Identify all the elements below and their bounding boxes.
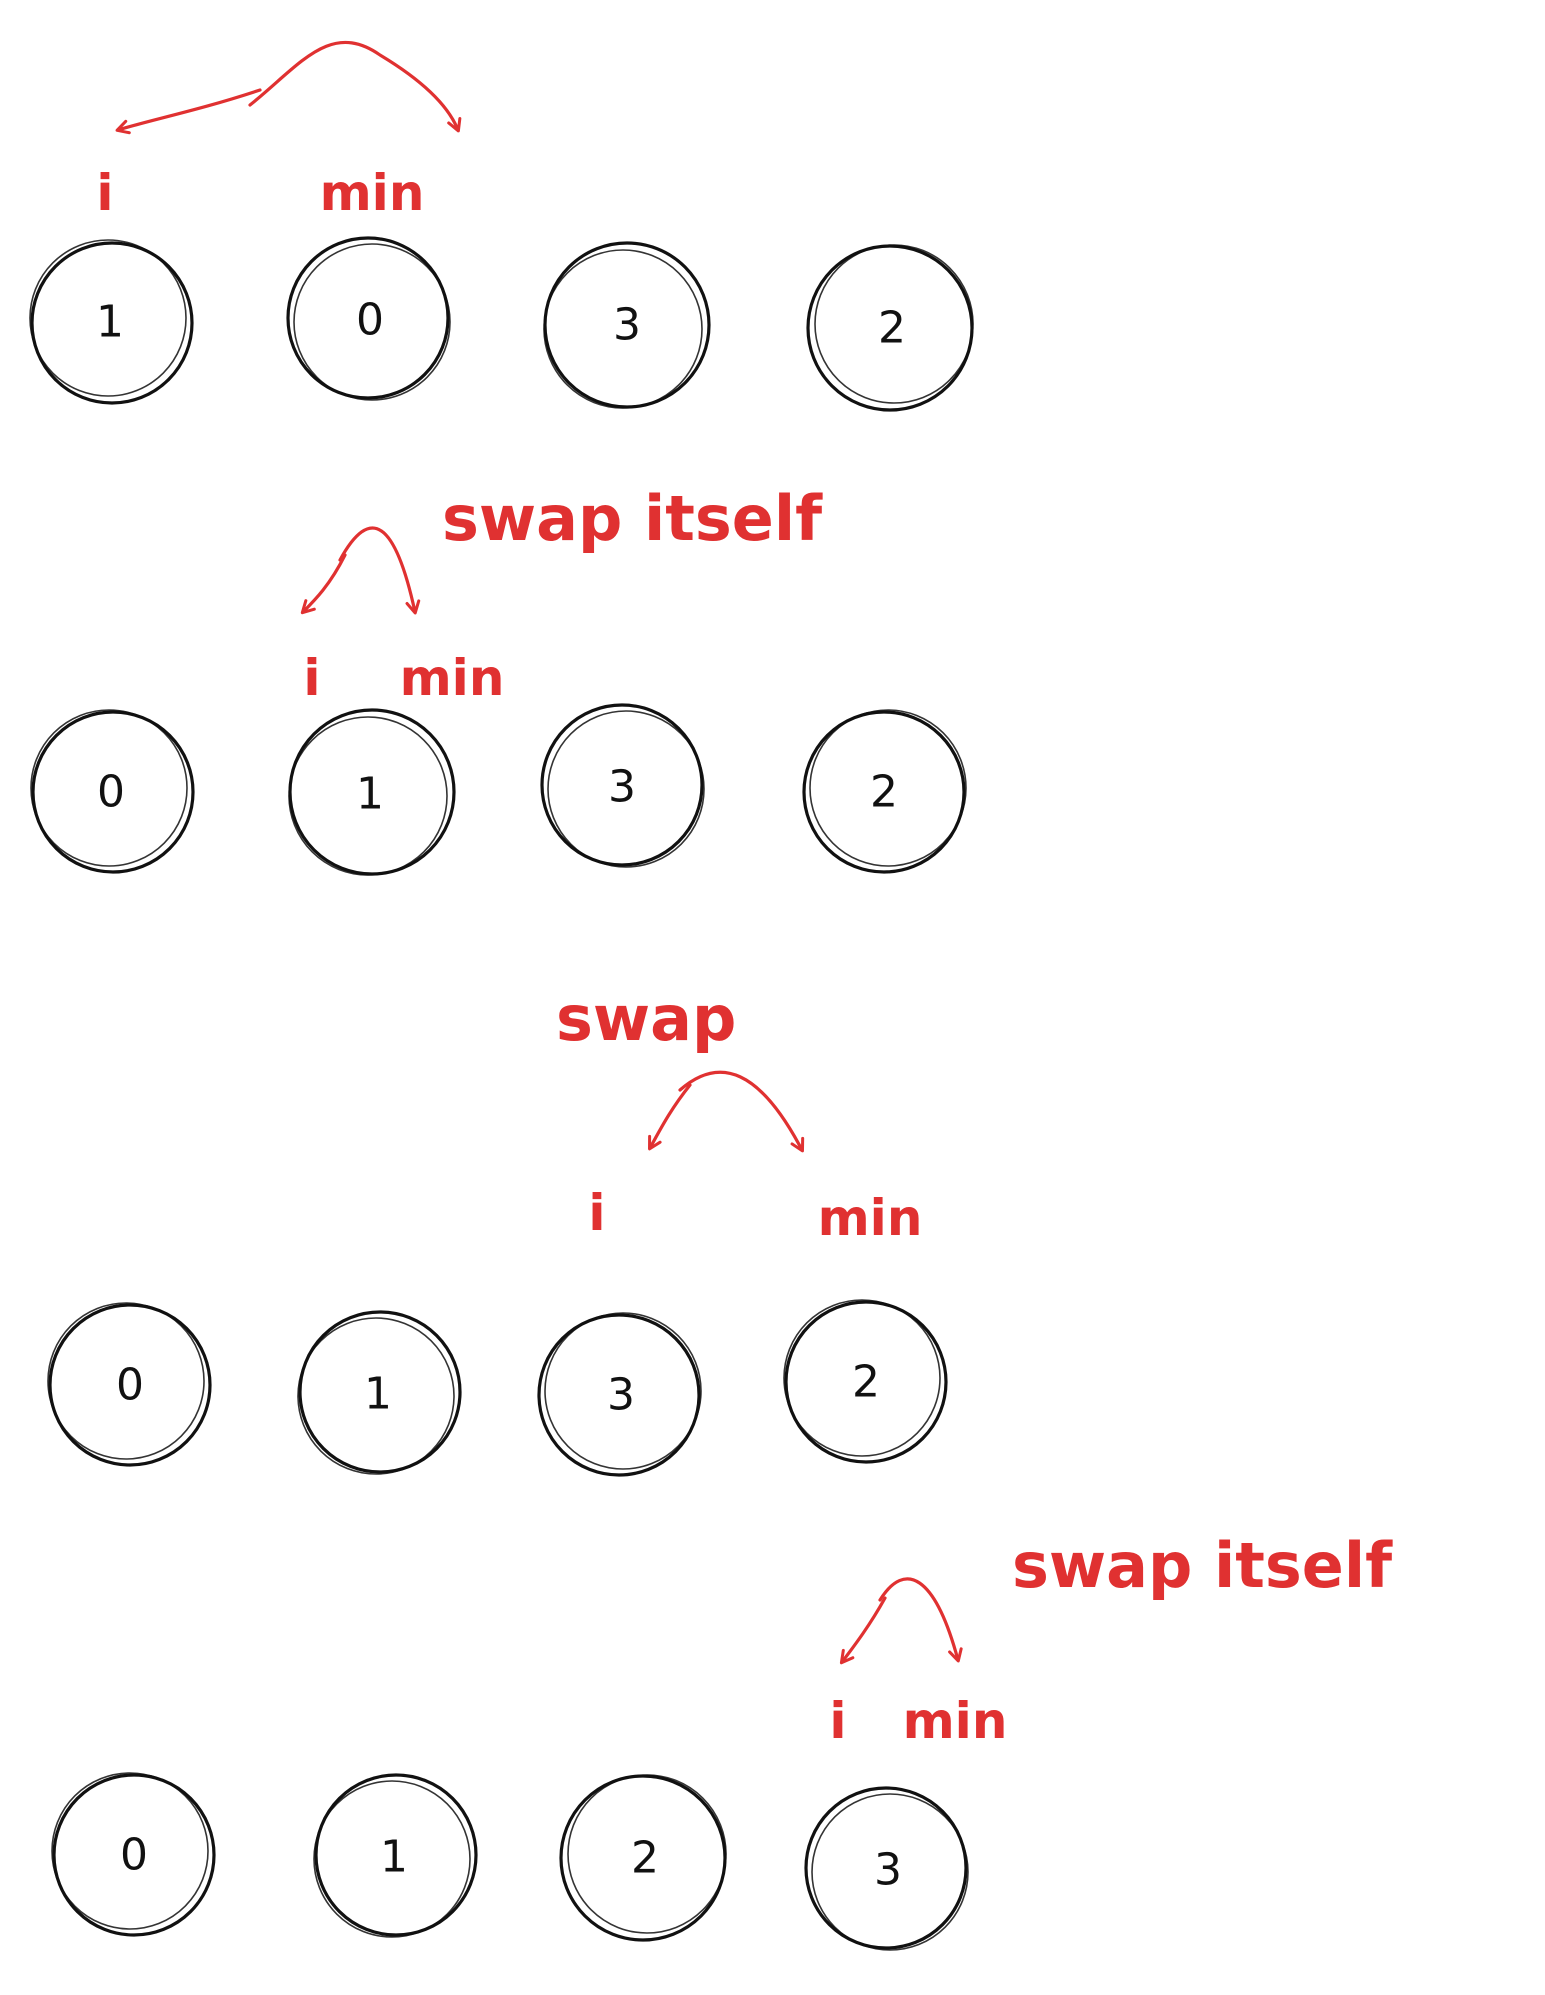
array-node: 2 xyxy=(802,709,967,874)
array-node: 0 xyxy=(30,709,195,874)
swap-arrow xyxy=(115,88,262,135)
array-node: 1 xyxy=(288,708,456,876)
node-value: 0 xyxy=(120,1830,148,1881)
pointer-i-label: i xyxy=(588,1184,605,1242)
pointer-min-label: min xyxy=(320,164,425,222)
swap-arrow xyxy=(839,1596,887,1665)
swap-arrow xyxy=(648,1083,692,1151)
node-value: 0 xyxy=(356,295,384,346)
array-node: 1 xyxy=(297,1310,462,1475)
step-note: swap itself xyxy=(442,482,823,555)
pointer-min-label: min xyxy=(818,1189,923,1247)
array-node: 1 xyxy=(29,239,194,405)
node-value: 3 xyxy=(613,300,641,351)
step-2: swap itself i min 0 1 3 2 xyxy=(30,482,967,876)
array-node: 3 xyxy=(537,1312,702,1477)
pointer-i-label: i xyxy=(829,1692,846,1750)
array-node: 2 xyxy=(783,1299,948,1464)
step-4: swap itself i min 0 1 2 3 xyxy=(51,1529,1393,1951)
node-value: 1 xyxy=(364,1369,392,1420)
node-value: 2 xyxy=(631,1833,659,1884)
node-value: 2 xyxy=(878,303,906,354)
array-node: 3 xyxy=(804,1786,969,1951)
node-value: 3 xyxy=(608,762,636,813)
node-value: 1 xyxy=(96,297,124,348)
node-value: 1 xyxy=(380,1832,408,1883)
node-value: 0 xyxy=(97,767,125,818)
pointer-min-label: min xyxy=(903,1692,1008,1750)
node-value: 2 xyxy=(870,767,898,818)
swap-arrow xyxy=(878,1577,963,1663)
pointer-min-label: min xyxy=(400,649,505,707)
swap-arrow xyxy=(338,526,421,615)
step-1: i min 1 0 3 2 xyxy=(29,41,974,412)
swap-arrow xyxy=(248,41,462,133)
array-node: 0 xyxy=(47,1302,212,1467)
node-value: 2 xyxy=(852,1357,880,1408)
swap-arrow xyxy=(300,553,347,615)
pointer-i-label: i xyxy=(303,649,320,707)
pointer-i-label: i xyxy=(96,164,113,222)
array-node: 3 xyxy=(540,703,705,868)
node-value: 1 xyxy=(356,769,384,820)
array-node: 0 xyxy=(286,236,451,401)
array-node: 2 xyxy=(806,244,974,412)
step-note: swap xyxy=(556,982,736,1055)
step-note: swap itself xyxy=(1012,1529,1393,1602)
node-value: 0 xyxy=(116,1360,144,1411)
array-node: 1 xyxy=(313,1773,478,1938)
node-value: 3 xyxy=(874,1845,902,1896)
array-node: 0 xyxy=(51,1772,216,1937)
step-3: swap i min 0 1 3 2 xyxy=(47,982,948,1477)
node-value: 3 xyxy=(607,1370,635,1421)
swap-arrow xyxy=(678,1070,805,1153)
array-node: 3 xyxy=(543,241,711,409)
array-node: 2 xyxy=(559,1774,727,1942)
